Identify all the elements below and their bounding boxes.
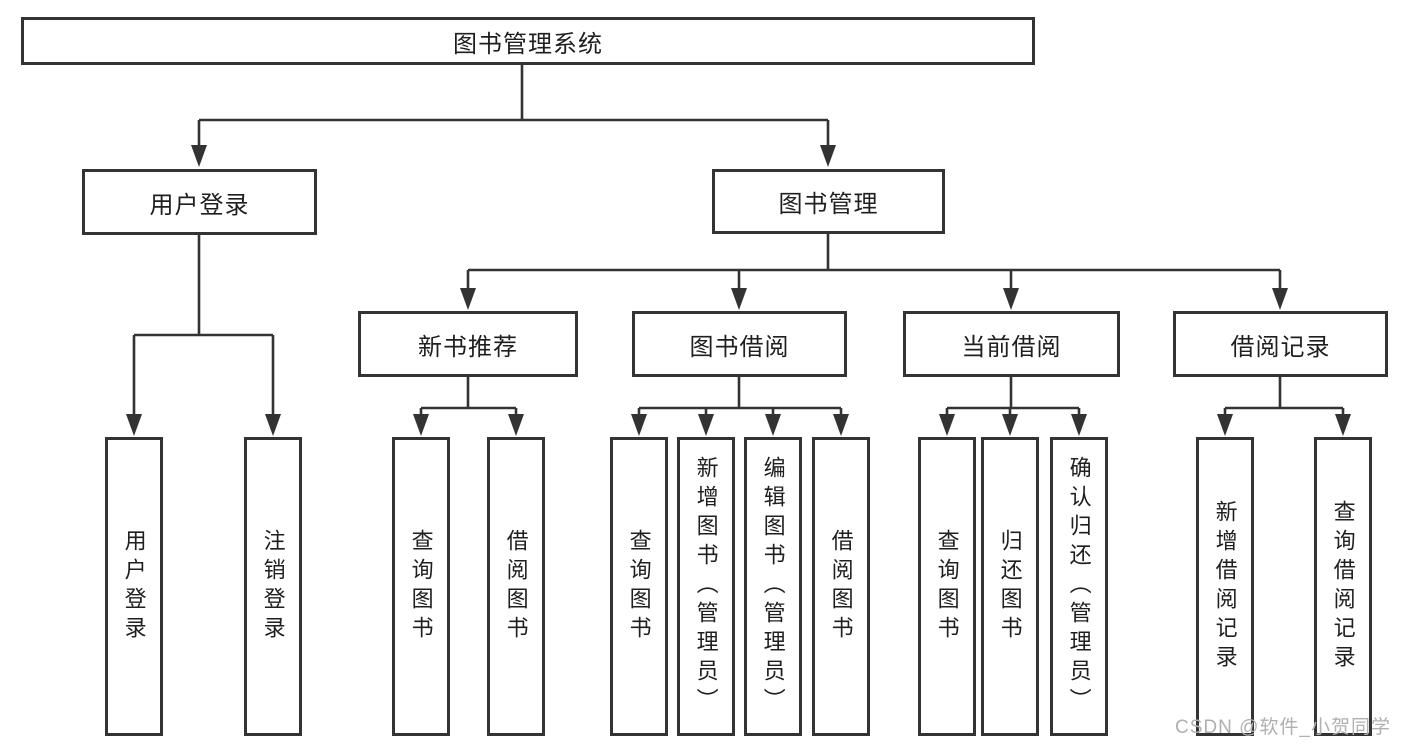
edge-new-book-recommend-children	[419, 377, 518, 415]
node-label: 当前借阅	[961, 333, 1062, 361]
node-label: 查询图书	[934, 528, 960, 645]
arrow-down-icon	[698, 414, 714, 436]
arrow-down-icon	[413, 414, 429, 436]
node-current-borrow: 当前借阅	[903, 311, 1120, 377]
arrow-down-icon	[833, 414, 849, 436]
edge-user-login-children	[132, 235, 275, 415]
arrow-down-icon	[765, 414, 781, 436]
node-label: 用户登录	[149, 191, 250, 219]
node-label: 新增图书（管理员）	[693, 456, 719, 717]
arrow-down-icon	[1217, 414, 1233, 436]
node-leaf-add-book-admin: 新增图书（管理员）	[677, 437, 735, 736]
node-leaf-query-book-recommend: 查询图书	[392, 437, 450, 736]
node-label: 查询图书	[626, 528, 652, 645]
node-borrow-record: 借阅记录	[1173, 311, 1388, 377]
arrowheads	[126, 145, 1351, 436]
arrow-down-icon	[1002, 414, 1018, 436]
node-leaf-query-book: 查询图书	[610, 437, 668, 736]
node-book-management: 图书管理	[712, 169, 945, 234]
node-leaf-return-book: 归还图书	[981, 437, 1039, 736]
arrow-down-icon	[265, 414, 281, 436]
arrow-down-icon	[191, 145, 207, 167]
node-label: 图书借阅	[689, 333, 790, 361]
node-leaf-add-borrow-record: 新增借阅记录	[1196, 437, 1254, 736]
arrow-down-icon	[126, 414, 142, 436]
arrow-down-icon	[820, 145, 836, 167]
node-leaf-user-login: 用户登录	[105, 437, 163, 736]
node-label: 新书推荐	[418, 333, 518, 361]
arrow-down-icon	[939, 414, 955, 436]
node-label: 编辑图书（管理员）	[760, 456, 786, 717]
arrow-down-icon	[1272, 288, 1288, 310]
node-label: 注销登录	[260, 528, 286, 645]
node-leaf-edit-book-admin: 编辑图书（管理员）	[744, 437, 802, 736]
arrow-down-icon	[731, 288, 747, 310]
node-label: 图书管理系统	[453, 30, 603, 58]
arrow-down-icon	[631, 414, 647, 436]
node-book-borrow: 图书借阅	[632, 311, 847, 377]
node-label: 归还图书	[997, 528, 1023, 645]
node-leaf-borrow-book: 借阅图书	[812, 437, 870, 736]
node-label: 借阅图书	[828, 528, 854, 645]
node-root: 图书管理系统	[21, 17, 1035, 65]
arrow-down-icon	[508, 414, 524, 436]
arrow-down-icon	[1071, 414, 1087, 436]
node-label: 借阅记录	[1230, 333, 1331, 361]
node-leaf-confirm-return-admin: 确认归还（管理员）	[1050, 437, 1108, 736]
node-leaf-query-current: 查询图书	[918, 437, 976, 736]
node-label: 查询图书	[408, 528, 434, 645]
node-label: 新增借阅记录	[1212, 499, 1238, 674]
node-label: 图书管理	[778, 191, 879, 218]
node-leaf-borrow-book-recommend: 借阅图书	[487, 437, 545, 736]
edge-book-borrow-children	[637, 377, 843, 415]
edge-book-management-children	[466, 234, 1282, 289]
watermark: CSDN @软件_小贺同学	[1175, 717, 1391, 738]
node-leaf-query-borrow-record: 查询借阅记录	[1314, 437, 1372, 736]
node-new-book-recommend: 新书推荐	[358, 311, 578, 377]
node-label: 查询借阅记录	[1330, 499, 1356, 674]
edge-root-to-level2	[197, 65, 830, 146]
node-label: 借阅图书	[503, 528, 529, 645]
node-leaf-logout: 注销登录	[244, 437, 302, 736]
arrow-down-icon	[1003, 288, 1019, 310]
arrow-down-icon	[1335, 414, 1351, 436]
edge-borrow-record-children	[1223, 377, 1345, 415]
edge-current-borrow-children	[945, 377, 1081, 415]
node-label: 确认归还（管理员）	[1066, 456, 1092, 717]
node-user-login: 用户登录	[82, 169, 317, 235]
node-label: 用户登录	[121, 528, 147, 645]
connector-lines	[132, 65, 1345, 415]
arrow-down-icon	[460, 288, 476, 310]
